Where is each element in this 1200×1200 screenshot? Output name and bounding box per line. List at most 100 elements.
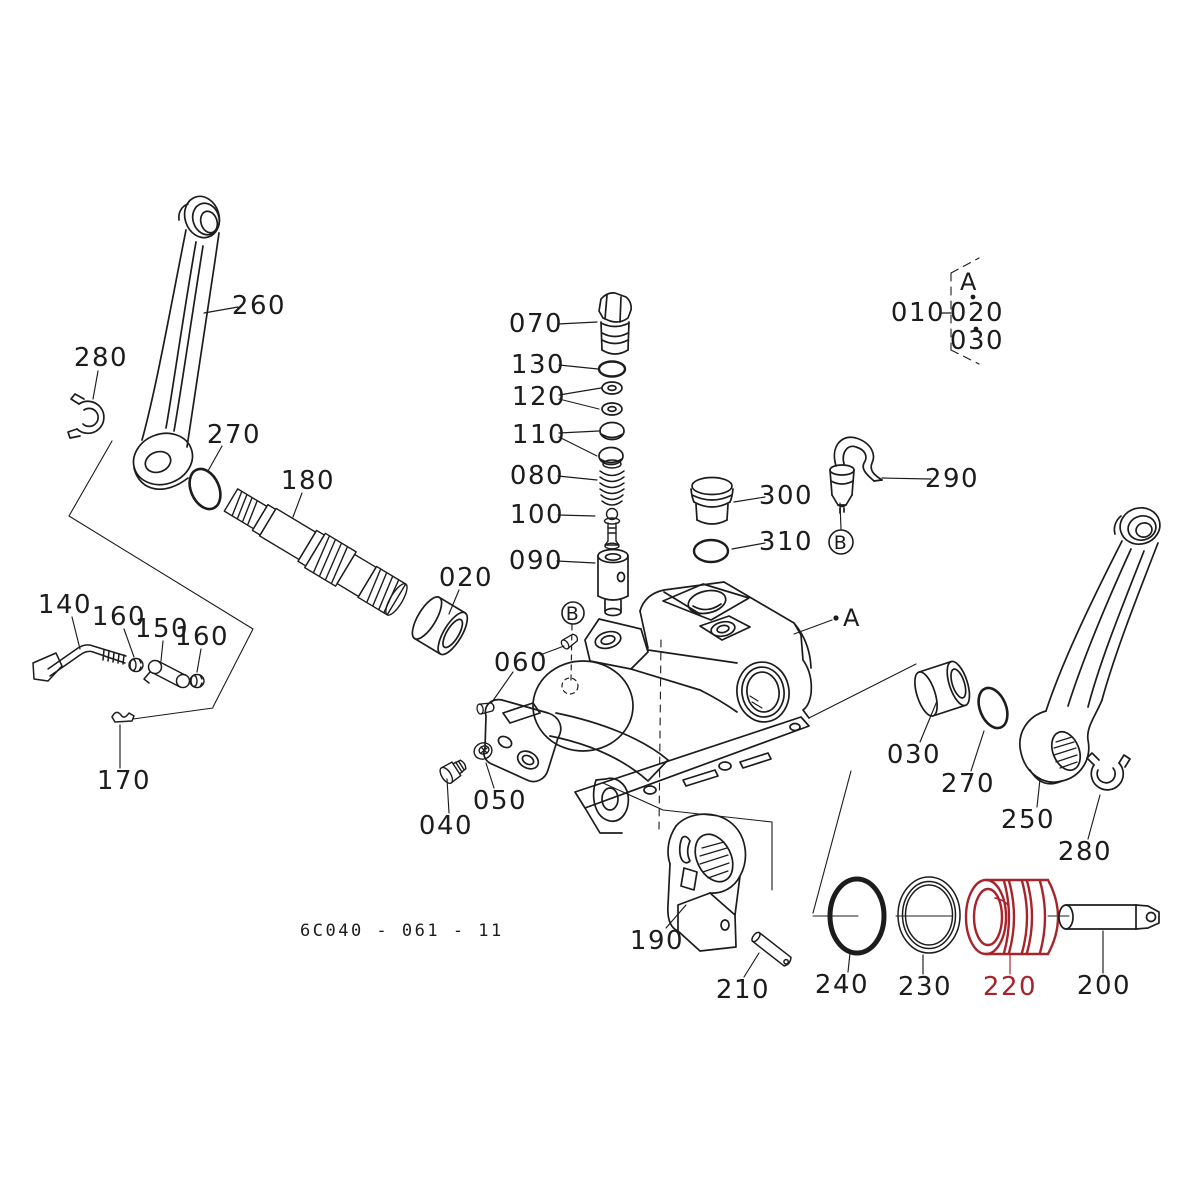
label-060: 060 bbox=[494, 648, 548, 678]
label-280-right: 280 bbox=[1058, 837, 1112, 867]
o-ring-270-left bbox=[188, 467, 222, 511]
relief-valve-plug-070 bbox=[598, 292, 632, 355]
valve-poppet-100 bbox=[603, 507, 621, 550]
label-130: 130 bbox=[511, 350, 565, 380]
spring-080 bbox=[599, 459, 625, 506]
hydraulic-cylinder-housing bbox=[483, 581, 813, 834]
housing-dome bbox=[532, 660, 634, 752]
label-050-leader bbox=[485, 762, 495, 789]
label-020-center-leader bbox=[448, 589, 460, 615]
plug-040 bbox=[439, 759, 467, 784]
label-150-leader bbox=[160, 640, 164, 662]
left-linkage-plane-line bbox=[68, 440, 254, 708]
bushing-020 bbox=[411, 596, 469, 656]
detail-bracket-lines bbox=[950, 257, 980, 365]
label-130-leader bbox=[558, 364, 599, 370]
label-290: 290 bbox=[925, 464, 979, 494]
label-190: 190 bbox=[630, 926, 684, 956]
label-210: 210 bbox=[716, 975, 770, 1005]
callout-b-right-circle bbox=[828, 529, 854, 555]
label-140-leader bbox=[71, 616, 81, 650]
label-150: 150 bbox=[135, 614, 189, 644]
clip-170 bbox=[111, 711, 135, 723]
label-290-leader bbox=[881, 477, 932, 480]
spring-seats-110 bbox=[598, 421, 625, 466]
label-260: 260 bbox=[232, 291, 286, 321]
bracket-dot-1 bbox=[970, 294, 976, 300]
splined-shaft-180 bbox=[223, 488, 408, 616]
label-280-right-leader bbox=[1087, 794, 1101, 840]
construction-lines bbox=[68, 257, 1070, 917]
label-300: 300 bbox=[759, 481, 813, 511]
callout-b-right-leader bbox=[839, 502, 842, 530]
label-240: 240 bbox=[815, 970, 869, 1000]
label-050: 050 bbox=[473, 786, 527, 816]
label-a-housing: A bbox=[843, 604, 861, 632]
label-260-leader bbox=[203, 306, 239, 314]
piston-assembly-diagonal bbox=[812, 770, 852, 914]
label-240-leader bbox=[847, 952, 851, 973]
label-110-leader bbox=[558, 436, 598, 457]
label-a-housing-leader bbox=[793, 619, 833, 635]
label-110: 110 bbox=[512, 420, 566, 450]
arm-250-spline-bore bbox=[1050, 730, 1082, 772]
o-ring-270-right bbox=[977, 686, 1009, 730]
label-010: 010 bbox=[891, 298, 945, 328]
label-160-a-leader bbox=[123, 628, 135, 658]
valve-guide-090 bbox=[597, 548, 629, 617]
clip170-assembly-line bbox=[132, 707, 214, 720]
linkage-rod-140 bbox=[32, 644, 127, 682]
label-070-leader bbox=[557, 321, 598, 325]
label-160-b-leader bbox=[196, 648, 202, 673]
label-280-left: 280 bbox=[74, 343, 128, 373]
label-160-b: 160 bbox=[175, 622, 229, 652]
label-020-center: 020 bbox=[439, 563, 493, 593]
label-100-leader bbox=[557, 514, 596, 517]
label-310-leader bbox=[731, 542, 766, 550]
bushing-030-right bbox=[914, 660, 971, 717]
label-170: 170 bbox=[97, 766, 151, 796]
label-270-left-leader bbox=[207, 445, 223, 472]
right-bushing-axis-line bbox=[808, 663, 917, 719]
washers-120 bbox=[601, 381, 623, 416]
label-300-leader bbox=[733, 496, 766, 503]
label-a-housing-dot bbox=[833, 615, 839, 621]
label-220: 220 bbox=[983, 972, 1037, 1002]
lift-arm-left-260 bbox=[132, 195, 221, 490]
label-180-leader bbox=[292, 492, 303, 518]
label-090: 090 bbox=[509, 546, 563, 576]
label-280-left-leader bbox=[92, 370, 99, 400]
label-190-leader bbox=[665, 904, 687, 929]
hidden-hole-b bbox=[561, 677, 579, 695]
stud-060-lower bbox=[476, 702, 495, 715]
lift-arm-right-250 bbox=[1019, 507, 1161, 785]
label-100: 100 bbox=[510, 500, 564, 530]
part-number-labels: 260280270180070130120110080100090010A020… bbox=[38, 268, 1130, 1005]
backup-ring-230 bbox=[897, 876, 961, 954]
label-270-right: 270 bbox=[941, 769, 995, 799]
label-060-leader bbox=[491, 671, 514, 703]
rocker-arm-190 bbox=[667, 813, 747, 952]
arm-hub-bore bbox=[144, 450, 172, 474]
label-120: 120 bbox=[512, 382, 566, 412]
label-040: 040 bbox=[419, 811, 473, 841]
plug-300 bbox=[690, 476, 734, 525]
label-060-leader bbox=[539, 645, 565, 656]
label-250: 250 bbox=[1001, 805, 1055, 835]
nut-160-a bbox=[128, 657, 144, 673]
label-180: 180 bbox=[281, 466, 335, 496]
label-270-right-leader bbox=[970, 730, 985, 772]
label-080-leader bbox=[557, 475, 598, 481]
label-120-leader bbox=[558, 398, 600, 410]
callout-b-center-circle bbox=[561, 601, 585, 625]
piston-rod-200 bbox=[1058, 904, 1160, 930]
breather-290 bbox=[829, 436, 883, 514]
label-030-right-leader bbox=[919, 700, 938, 743]
label-120-leader bbox=[558, 387, 602, 396]
label-040-leader bbox=[446, 778, 450, 814]
label-210-leader bbox=[743, 952, 760, 978]
nut-160-b bbox=[189, 673, 205, 689]
drawing-number: 6C040 - 061 - 11 bbox=[300, 921, 504, 941]
snap-ring-280-left bbox=[67, 393, 105, 439]
